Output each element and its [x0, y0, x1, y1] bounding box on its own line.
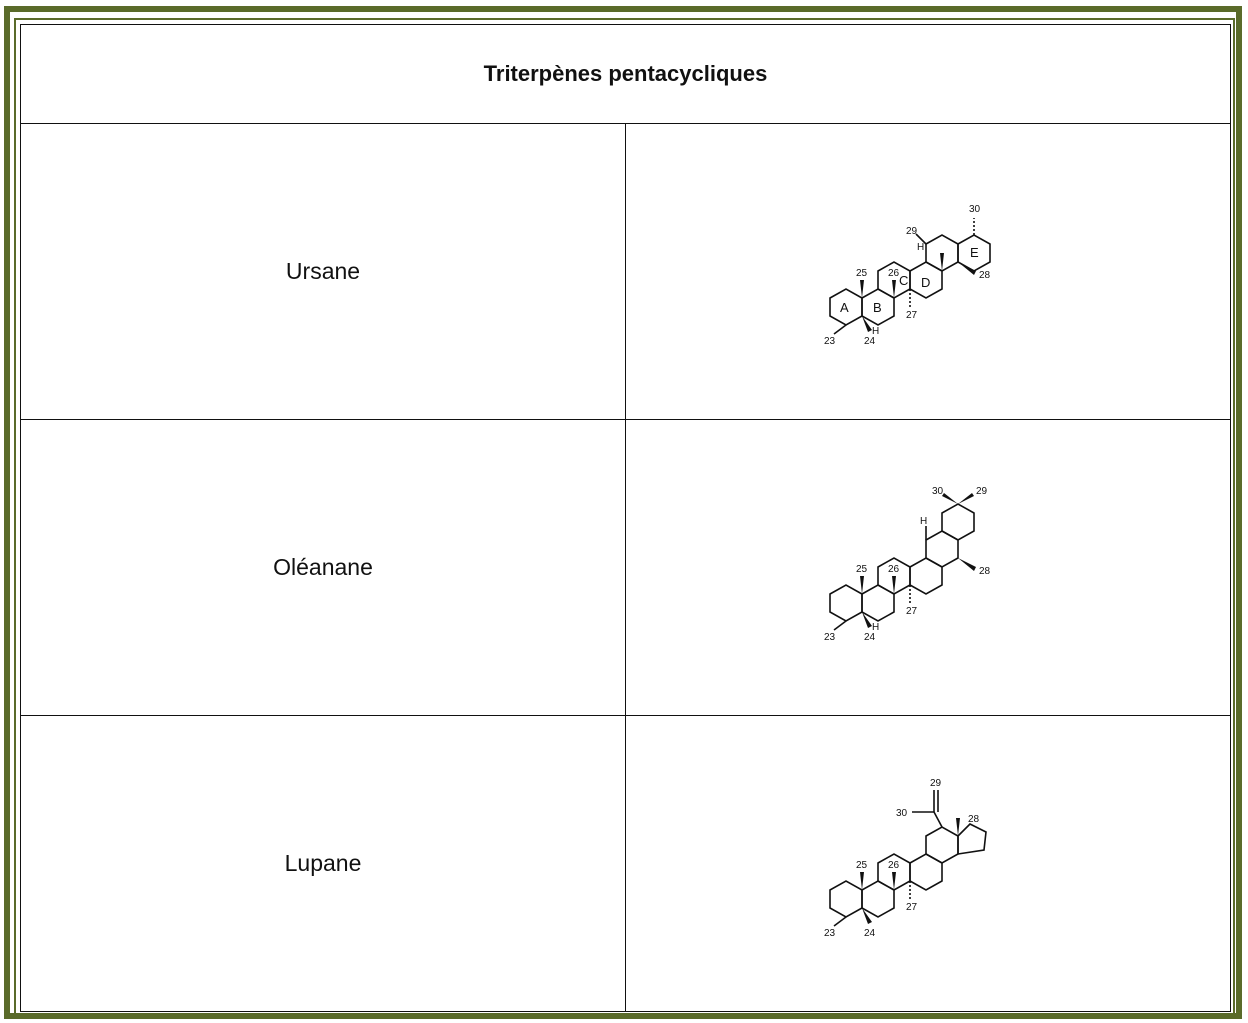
svg-text:28: 28 — [968, 814, 980, 825]
inner-frame-border — [14, 18, 1235, 1017]
ursane-structure: 30 29 H E 25 26 C D 28 A B 27 23 24 H — [824, 204, 991, 347]
svg-text:C: C — [899, 273, 908, 288]
svg-text:25: 25 — [856, 564, 868, 575]
svg-text:26: 26 — [888, 564, 900, 575]
svg-text:27: 27 — [906, 606, 918, 617]
svg-text:29: 29 — [976, 486, 988, 497]
svg-text:D: D — [921, 275, 930, 290]
structure-cell: 29 30 28 25 26 27 23 24 — [625, 715, 1231, 1012]
svg-text:30: 30 — [896, 808, 908, 819]
svg-text:A: A — [840, 300, 849, 315]
svg-text:24: 24 — [864, 632, 876, 643]
svg-text:29: 29 — [906, 226, 918, 237]
svg-text:28: 28 — [979, 270, 991, 281]
compound-name: Oléanane — [20, 419, 626, 716]
svg-text:30: 30 — [932, 486, 944, 497]
svg-text:30: 30 — [969, 204, 981, 215]
table-row: Oléanane 30 — [20, 419, 1231, 716]
svg-text:E: E — [970, 245, 979, 260]
svg-text:23: 23 — [824, 336, 836, 347]
svg-text:27: 27 — [906, 902, 918, 913]
svg-text:24: 24 — [864, 336, 876, 347]
lupane-structure: 29 30 28 25 26 27 23 24 — [824, 778, 987, 939]
triterpenes-table: Triterpènes pentacycliques Ursane — [20, 24, 1231, 1012]
svg-text:26: 26 — [888, 860, 900, 871]
oleanane-structure: 30 29 H 25 26 28 27 23 24 H — [824, 486, 991, 643]
svg-text:23: 23 — [824, 928, 836, 939]
svg-text:23: 23 — [824, 632, 836, 643]
structure-cell: 30 29 H 25 26 28 27 23 24 H — [625, 419, 1231, 716]
svg-text:25: 25 — [856, 860, 868, 871]
svg-text:29: 29 — [930, 778, 942, 789]
table-title: Triterpènes pentacycliques — [20, 24, 1231, 124]
table-row: Lupane — [20, 715, 1231, 1012]
svg-text:H: H — [872, 622, 879, 633]
svg-text:H: H — [872, 326, 879, 337]
svg-text:H: H — [917, 242, 924, 253]
svg-text:26: 26 — [888, 268, 900, 279]
svg-text:27: 27 — [906, 310, 918, 321]
compound-name: Ursane — [20, 123, 626, 420]
svg-text:B: B — [873, 300, 882, 315]
svg-text:28: 28 — [979, 566, 991, 577]
svg-text:25: 25 — [856, 268, 868, 279]
svg-text:24: 24 — [864, 928, 876, 939]
table-header-row: Triterpènes pentacycliques — [20, 24, 1231, 124]
compound-name: Lupane — [20, 715, 626, 1012]
structure-cell: 30 29 H E 25 26 C D 28 A B 27 23 24 H — [625, 123, 1231, 420]
svg-text:H: H — [920, 516, 927, 527]
table-row: Ursane — [20, 123, 1231, 420]
